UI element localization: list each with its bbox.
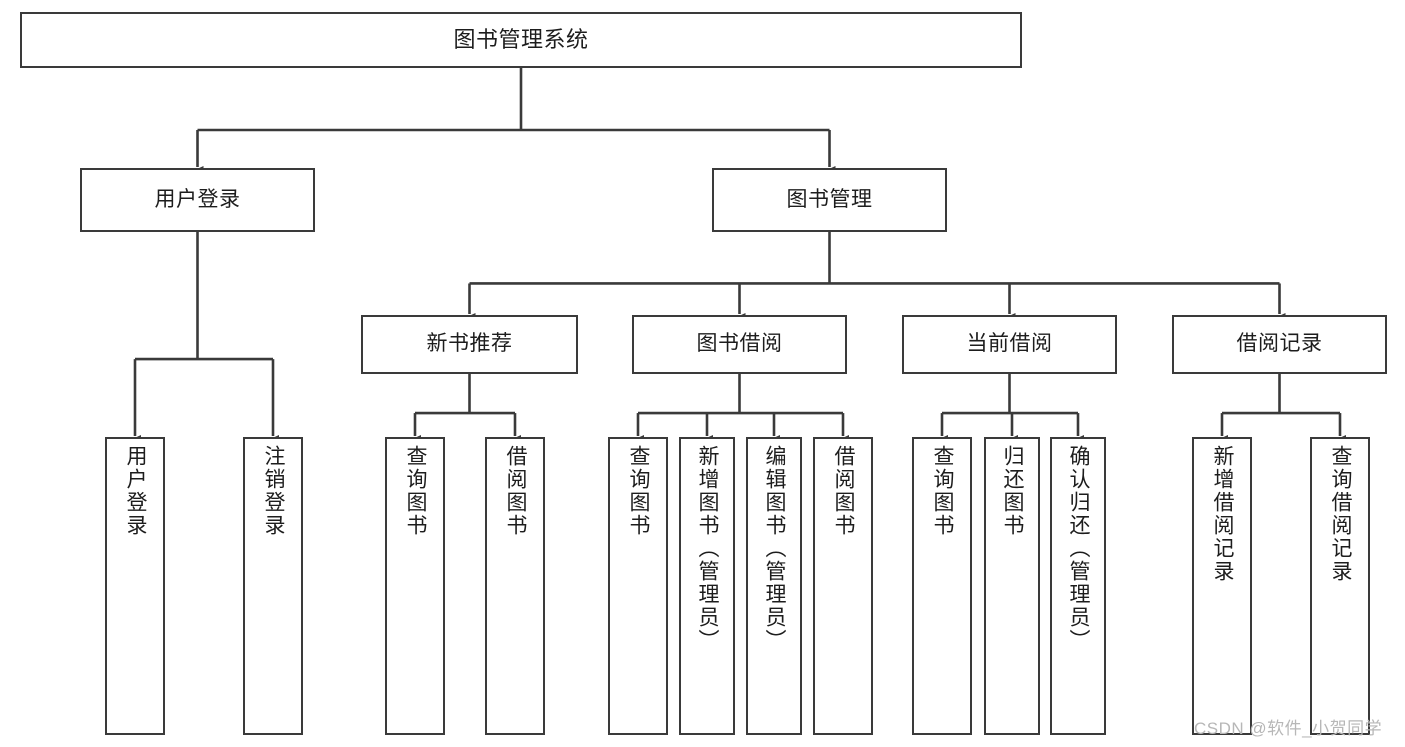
node-label: 编辑图书（管理员） — [763, 445, 787, 652]
node-label: 用户登录 — [124, 445, 148, 537]
node-root[interactable]: 图书管理系统 — [20, 12, 1022, 68]
node-leaf-return-book[interactable]: 归还图书 — [984, 437, 1040, 735]
node-label: 确认归还（管理员） — [1067, 445, 1091, 652]
node-label: 借阅图书 — [832, 445, 856, 537]
node-leaf-query-book-3[interactable]: 查询图书 — [912, 437, 972, 735]
node-user-login[interactable]: 用户登录 — [80, 168, 315, 232]
node-leaf-user-login[interactable]: 用户登录 — [105, 437, 165, 735]
node-leaf-add-book[interactable]: 新增图书（管理员） — [679, 437, 735, 735]
connector-lines — [129, 68, 1346, 446]
node-current-borrow[interactable]: 当前借阅 — [902, 315, 1117, 374]
node-leaf-logout[interactable]: 注销登录 — [243, 437, 303, 735]
node-leaf-borrow-book-1[interactable]: 借阅图书 — [485, 437, 545, 735]
node-new-book-rec[interactable]: 新书推荐 — [361, 315, 578, 374]
node-leaf-query-book-2[interactable]: 查询图书 — [608, 437, 668, 735]
node-label: 图书管理系统 — [453, 27, 589, 53]
node-label: 归还图书 — [1001, 445, 1025, 537]
node-borrow-record[interactable]: 借阅记录 — [1172, 315, 1387, 374]
node-label: 借阅图书 — [504, 445, 528, 537]
node-leaf-edit-book[interactable]: 编辑图书（管理员） — [746, 437, 802, 735]
node-label: 注销登录 — [262, 445, 286, 537]
node-label: 图书借阅 — [696, 332, 783, 356]
node-label: 查询图书 — [627, 445, 651, 537]
node-label: 查询借阅记录 — [1329, 445, 1353, 583]
node-book-borrow[interactable]: 图书借阅 — [632, 315, 847, 374]
node-label: 新书推荐 — [426, 332, 513, 356]
watermark: CSDN @软件_小贺同学 — [1194, 719, 1383, 738]
node-label: 当前借阅 — [966, 332, 1053, 356]
node-leaf-borrow-book-2[interactable]: 借阅图书 — [813, 437, 873, 735]
node-book-manage[interactable]: 图书管理 — [712, 168, 947, 232]
node-leaf-query-book-1[interactable]: 查询图书 — [385, 437, 445, 735]
node-label: 借阅记录 — [1236, 332, 1323, 356]
node-label: 新增图书（管理员） — [696, 445, 720, 652]
node-label: 图书管理 — [786, 187, 873, 211]
node-label: 查询图书 — [931, 445, 955, 537]
node-label: 新增借阅记录 — [1211, 445, 1235, 583]
node-label: 用户登录 — [154, 187, 241, 211]
node-label: 查询图书 — [404, 445, 428, 537]
node-leaf-confirm-return[interactable]: 确认归还（管理员） — [1050, 437, 1106, 735]
node-leaf-add-record[interactable]: 新增借阅记录 — [1192, 437, 1252, 735]
node-leaf-query-record[interactable]: 查询借阅记录 — [1310, 437, 1370, 735]
